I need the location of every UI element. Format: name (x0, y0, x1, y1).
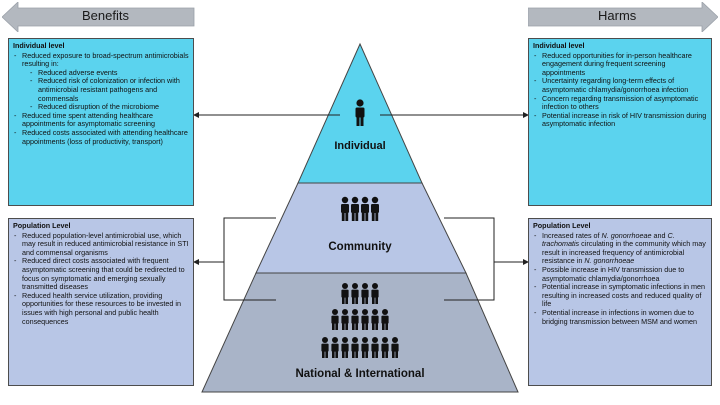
harms-arrow (528, 2, 718, 32)
list-item: Reduced health service utilization, prov… (13, 291, 189, 326)
list-item: Potential increase in risk of HIV transm… (533, 111, 707, 129)
connector-left-bracket (223, 217, 276, 301)
benefits-population-title: Population Level (13, 221, 71, 230)
harms-population-box: Population Level Increased rates of N. g… (528, 218, 712, 386)
person-icon (355, 99, 365, 126)
benefits-arrow (2, 2, 195, 32)
list-item: Reduced opportunities for in-person heal… (533, 51, 707, 78)
list-item: Reduced adverse events (22, 68, 189, 78)
list-item: Reduced exposure to broad-spectrum antim… (13, 51, 189, 112)
list-item: Uncertainty regarding long-term effects … (533, 77, 707, 94)
benefits-population-box: Population Level Reduced population-leve… (8, 218, 194, 386)
benefits-individual-box: Individual level Reduced exposure to bro… (8, 38, 194, 206)
list-item: Potential increase in infections in wome… (533, 308, 707, 326)
list-item: Potential increase in symptomatic infect… (533, 282, 707, 309)
harms-individual-box: Individual level Reduced opportunities f… (528, 38, 712, 206)
list-item: Increased rates of N. gonorrhoeae and C.… (533, 231, 707, 266)
list-item: Reduced costs associated with attending … (13, 128, 189, 146)
list-item: Concern regarding transmission of asympt… (533, 94, 707, 112)
list-item: Reduced time spent attending healthcare … (13, 111, 189, 129)
list-item: Possible increase in HIV transmission du… (533, 265, 707, 283)
harms-individual-title: Individual level (533, 41, 585, 50)
crowd-icon (321, 283, 399, 358)
pyramid-tier-community (255, 182, 467, 274)
benefits-individual-title: Individual level (13, 41, 65, 50)
tier-label-individual: Individual (334, 140, 386, 152)
list-item: Reduced population-level antimicrobial u… (13, 231, 189, 258)
list-item: Reduced risk of colonization or infectio… (22, 77, 189, 103)
connector-right-bracket (444, 217, 495, 301)
pyramid-tier-national (201, 272, 519, 393)
benefits-label: Benefits (82, 8, 129, 23)
list-item: Reduced disruption of the microbiome (22, 102, 189, 112)
group-icon (341, 196, 379, 221)
tier-label-national: National & International (295, 368, 425, 380)
tier-label-community: Community (328, 241, 392, 253)
harms-population-title: Population Level (533, 221, 591, 230)
harms-label: Harms (598, 8, 637, 23)
list-item: Reduced direct costs associated with fre… (13, 257, 189, 291)
